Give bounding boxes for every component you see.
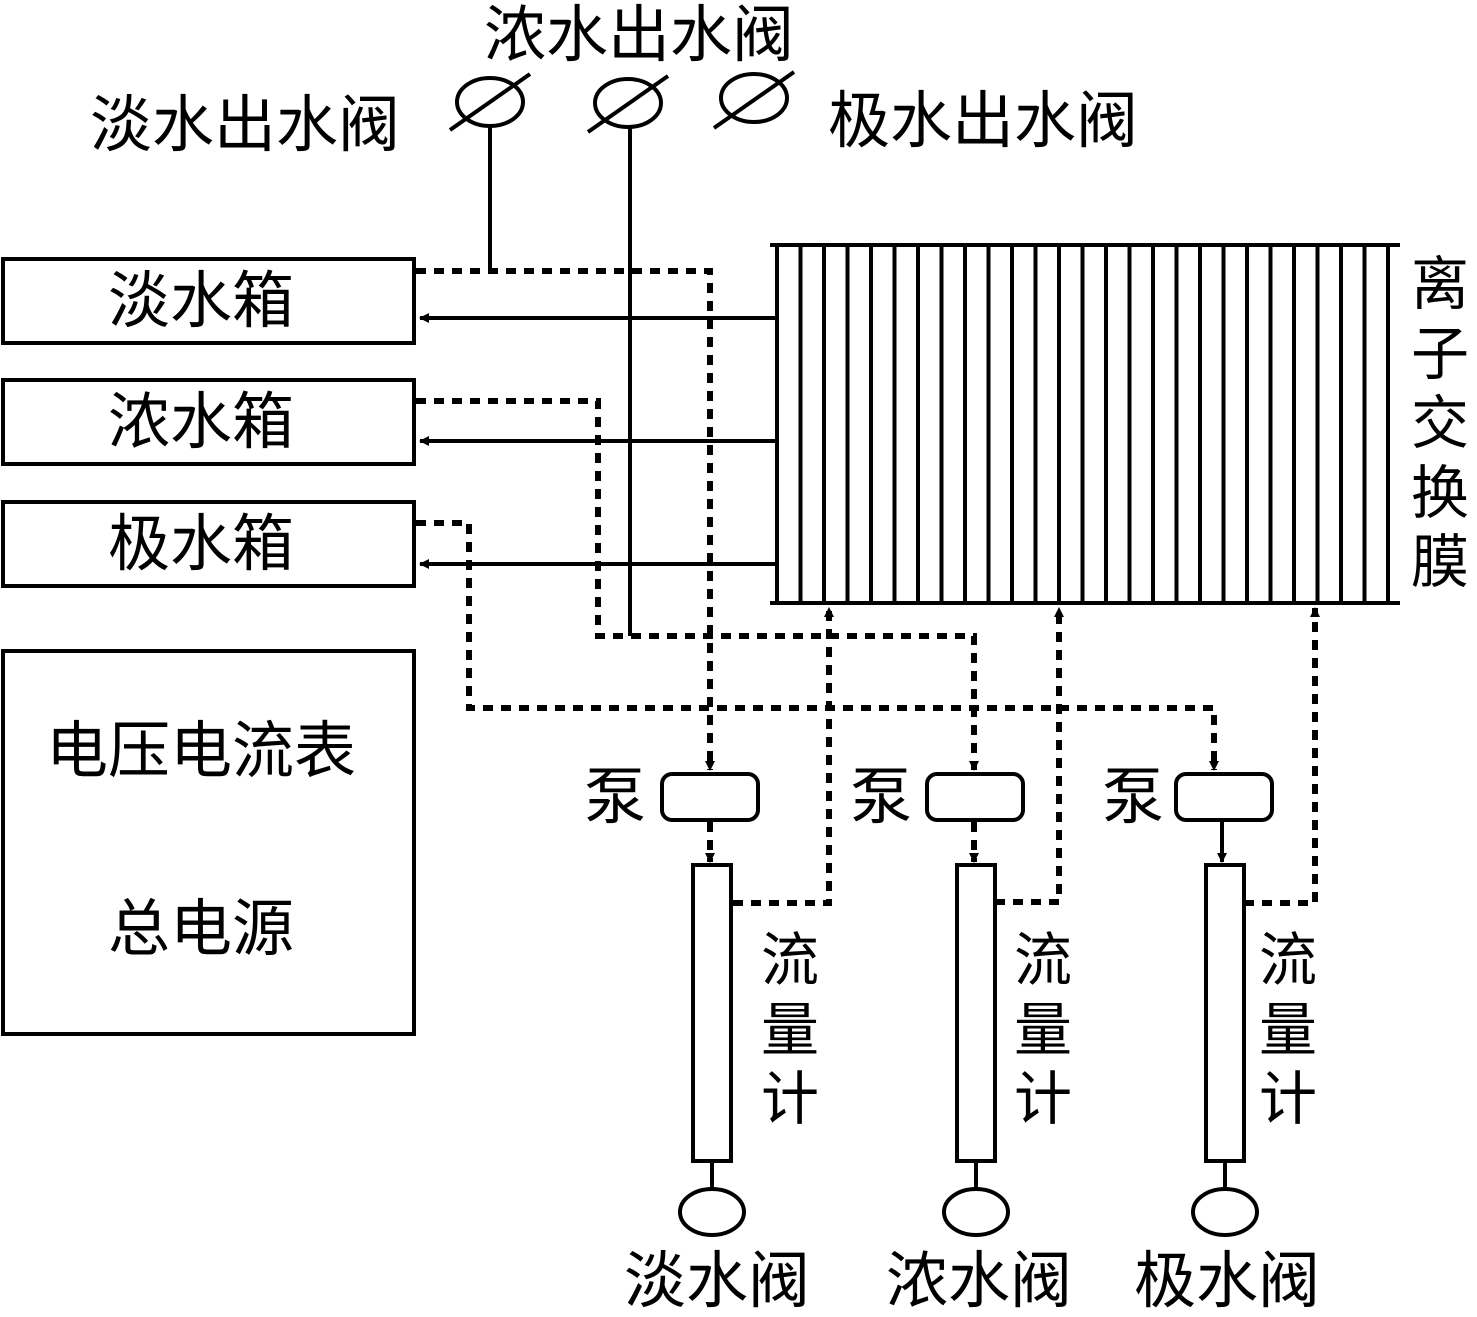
flowmeter-label-char: 量 — [760, 995, 819, 1064]
pump-3-icon[interactable] — [1174, 772, 1274, 822]
membrane-label-char: 换 — [1410, 458, 1469, 527]
fresh-tank-box — [1, 257, 416, 345]
concentrate-inlet-line — [416, 398, 979, 771]
pump-3-label: 泵 — [1102, 760, 1165, 833]
pump-1-label: 泵 — [584, 760, 647, 833]
flowmeter-label-char: 流 — [760, 926, 819, 994]
fresh-outlet-valve-label: 淡水出水阀 — [90, 88, 401, 161]
membrane-label: 离 子 交 换 膜 — [1408, 250, 1472, 598]
flowmeter-label-char: 计 — [1258, 1065, 1317, 1134]
flowmeter-2-label: 流 量 计 — [1011, 926, 1075, 1135]
power-label: 总电源 — [108, 892, 295, 965]
power-supply-box — [1, 649, 416, 1036]
electrode-inlet-line — [416, 520, 1219, 771]
flowmeter-1-label: 流 量 计 — [758, 926, 822, 1135]
flowmeter3-to-membrane — [1244, 607, 1320, 906]
fresh-valve-label: 淡水阀 — [624, 1244, 811, 1317]
membrane-label-char: 膜 — [1410, 528, 1469, 597]
fresh-valve-icon[interactable] — [678, 1187, 746, 1237]
meter-label: 电压电流表 — [46, 714, 357, 787]
flowmeter-3-label: 流 量 计 — [1256, 926, 1320, 1135]
flowmeter-label-char: 流 — [1258, 926, 1317, 994]
membrane-stack — [770, 243, 1400, 605]
flowmeter-label-char: 流 — [1013, 926, 1072, 994]
concentrate-outlet-valve-icon[interactable] — [586, 74, 670, 134]
concentrate-valve-label: 浓水阀 — [886, 1244, 1073, 1317]
flowmeter1-to-membrane — [733, 607, 834, 906]
flowmeter-3-tube — [1204, 863, 1246, 1163]
electrode-valve-icon[interactable] — [1191, 1187, 1259, 1237]
flowmeter-2-tube — [955, 863, 997, 1163]
flowmeter2-to-membrane — [995, 607, 1064, 905]
concentrate-outlet-valve-label: 浓水出水阀 — [484, 0, 795, 71]
concentrate-tank-label: 浓水箱 — [108, 385, 295, 458]
concentrate-tank-box — [1, 378, 416, 466]
fresh-inlet-line — [416, 268, 715, 771]
concentrate-valve-icon[interactable] — [942, 1187, 1010, 1237]
pump-2-label: 泵 — [850, 760, 913, 833]
pump-2-icon[interactable] — [925, 772, 1025, 822]
flowmeter-label-char: 计 — [1013, 1065, 1072, 1134]
pump-1-icon[interactable] — [660, 772, 760, 822]
membrane-label-char: 交 — [1410, 389, 1469, 458]
electrode-outlet-valve-icon[interactable] — [712, 70, 796, 130]
flowmeter-label-char: 计 — [760, 1065, 819, 1134]
electrode-tank-box — [1, 500, 416, 588]
fresh-tank-label: 淡水箱 — [108, 264, 295, 337]
fresh-outlet-valve-icon[interactable] — [448, 72, 532, 132]
electrode-tank-label: 极水箱 — [108, 507, 295, 580]
electrode-valve-label: 极水阀 — [1134, 1244, 1321, 1317]
flowmeter-label-char: 量 — [1013, 995, 1072, 1064]
flowmeter-label-char: 量 — [1258, 995, 1317, 1064]
electrode-outlet-valve-label: 极水出水阀 — [828, 84, 1139, 157]
membrane-label-char: 子 — [1410, 319, 1469, 388]
membrane-label-char: 离 — [1410, 250, 1469, 318]
flowmeter-1-tube — [691, 863, 733, 1163]
